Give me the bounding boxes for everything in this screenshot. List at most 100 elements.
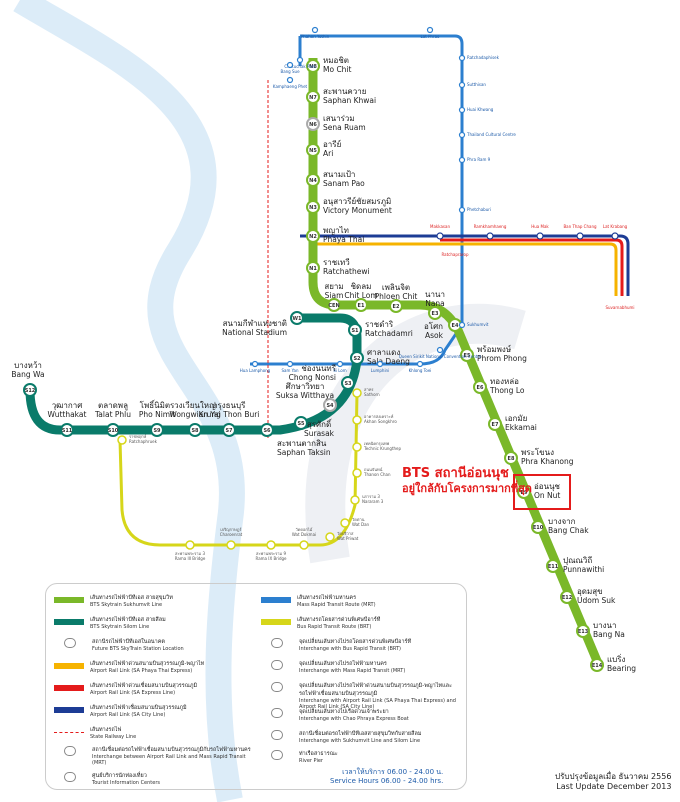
station-name-th: บางหว้า [14,361,42,370]
legend-swatch-icon [64,772,76,782]
legend-text: จุดเปลี่ยนเส้นทางไปรถโดยสารด่วนพิเศษบีอา… [299,638,411,652]
brt-station [299,540,309,550]
mrt-station-name: Khlong Toei [409,368,432,373]
last-update-en: Last Update December 2013 [556,782,672,791]
brt-name-en: Sathorn [364,392,380,397]
station-name-th: บางจาก [548,517,576,526]
station-name-th: ทองหล่อ [490,377,519,386]
mrt-station [336,360,344,368]
station-E5 [460,348,474,362]
station-name-th: ตลาดพลู [98,401,128,411]
station-name-th: วงเวียนใหญ่ [174,401,216,410]
mrt-station-name: Kamphaeng Phet [273,84,308,89]
legend-swatch-icon [54,663,84,669]
station-code: S9 [153,428,161,434]
mrt-station-name: Thailand Cultural Centre [466,132,516,137]
station-name-th: ปุณณวิถี [563,556,592,565]
station-S2 [350,351,364,365]
mrt-station [458,106,466,114]
station-code: N4 [309,178,317,184]
legend-label-th: จุดเปลี่ยนเส้นทางไปเรือด่วนเจ้าพระยา [299,709,389,715]
mrt-station-name: Lumphini [371,368,389,373]
station-code: E5 [464,353,471,359]
mrt-station [286,360,294,368]
station-N4 [306,173,320,187]
station-name-en: Saphan Khwai [323,96,376,105]
station-code: N3 [309,205,317,211]
mrt-station-name: Chatuchak Park [284,64,316,69]
station-E1 [354,298,368,312]
brt-name-en: Wat Dan [352,522,370,527]
station-name-en: Phaya Thai [323,235,364,244]
station-code: E10 [533,525,544,531]
legend-label-th: จุดเปลี่ยนเส้นทางไปรถโดยสารด่วนพิเศษบีอา… [299,639,412,645]
note-line1: BTS สถานีอ่อนนุช [402,466,509,481]
station-N2 [306,229,320,243]
legend-label-th: เส้นทางรถไฟฟ้าด่วนสนามบินสุวรรณภูมิ-พญาไ… [90,661,205,667]
legend-swatch-icon [271,750,283,760]
brt-station [266,540,276,550]
station-code: E14 [592,663,603,669]
mrt-station-name: Phra Ram 9 [467,157,491,162]
station-S1 [348,323,362,337]
station-code: S4 [326,403,334,409]
brt-name-th: ถนนจันทน์ [364,467,383,472]
station-name-en: Krung Thon Buri [199,410,260,419]
station-name-th: อนุสาวรีย์ชัยสมรภูมิ [323,196,391,207]
mrt-station-name: Huai Khwang [467,107,494,112]
legend-item: จุดเปลี่ยนเส้นทางไปรถโดยสารด่วนพิเศษบีอา… [261,638,461,652]
station-code: S5 [297,421,305,427]
airport-station-name: Ramkhamhaeng [474,224,507,229]
legend-text: เส้นทางรถโดยสารด่วนพิเศษบีอาร์ทีBus Rapi… [297,616,380,630]
legend-label-en: Mass Rapid Transit Route (MRT) [297,602,376,608]
station-name-th: โพธิ์นิมิตร [140,399,175,410]
legend-item: เส้นทางรถไฟฟ้าด่วนเชื่อมสนามบินสุวรรณภูม… [54,682,254,696]
legend-swatch-icon [54,619,84,625]
station-code: E3 [432,311,439,317]
brt-name-th: อาคารสงเคราะห์ [364,414,394,419]
legend-item: สถานีเชื่อมต่อรถไฟฟ้าบีทีเอสสายสุขุมวิทก… [261,730,461,744]
station-name-en: Phra Khanong [521,457,574,466]
mrt-station-name: Phahon Yothin [301,34,330,39]
mrt-station-name: Bang Sue [280,69,300,74]
legend-swatch-icon [261,619,291,625]
brt-name-th: นราราม 3 [362,494,380,499]
mrt-station [296,56,304,64]
station-S7 [222,423,236,437]
station-code: S11 [62,428,73,434]
airport-station-name: Ban Thap Chang [563,224,597,229]
legend-item: เส้นทางรถไฟฟ้าด่วนสนามบินสุวรรณภูมิ-พญาไ… [54,660,254,674]
station-E6 [473,380,487,394]
station-name-en: Ekkamai [505,423,537,432]
legend-label-en: River Pier [299,758,323,764]
station-name-en: Phrom Phong [477,354,527,363]
legend-label-th: ศูนย์บริการนักท่องเที่ยว [92,773,147,779]
brt-name-en: Rama III Bridge [175,556,206,561]
station-E9 [517,485,531,499]
station-name-th: ราชดำริ [365,320,394,329]
station-name-en: Wongwian Yai [169,410,220,419]
station-name-en: National Stadium [222,328,287,337]
station-name-th: ชิดลม [351,282,372,291]
station-name-th: บางนา [593,621,616,630]
station-name-th: กรุงธนบุรี [213,401,246,410]
legend-label-en: Future BTS SkyTrain Station Location [92,646,184,652]
legend-label-en: Interchange with Sukhumvit Line and Silo… [299,738,421,744]
station-name-th: สนามเป้า [323,170,355,179]
station-N3 [306,200,320,214]
station-name-en: Surasak [304,429,335,438]
station-code: E7 [492,422,499,428]
station-name-th: อุดมสุข [577,587,603,596]
station-name-en: Thong Lo [489,386,525,395]
legend-swatch-icon [261,597,291,603]
station-N1 [306,261,320,275]
station-S10 [106,423,120,437]
brt-name-th: วัดดอกไม้ [296,527,313,532]
brt-station [350,495,360,505]
